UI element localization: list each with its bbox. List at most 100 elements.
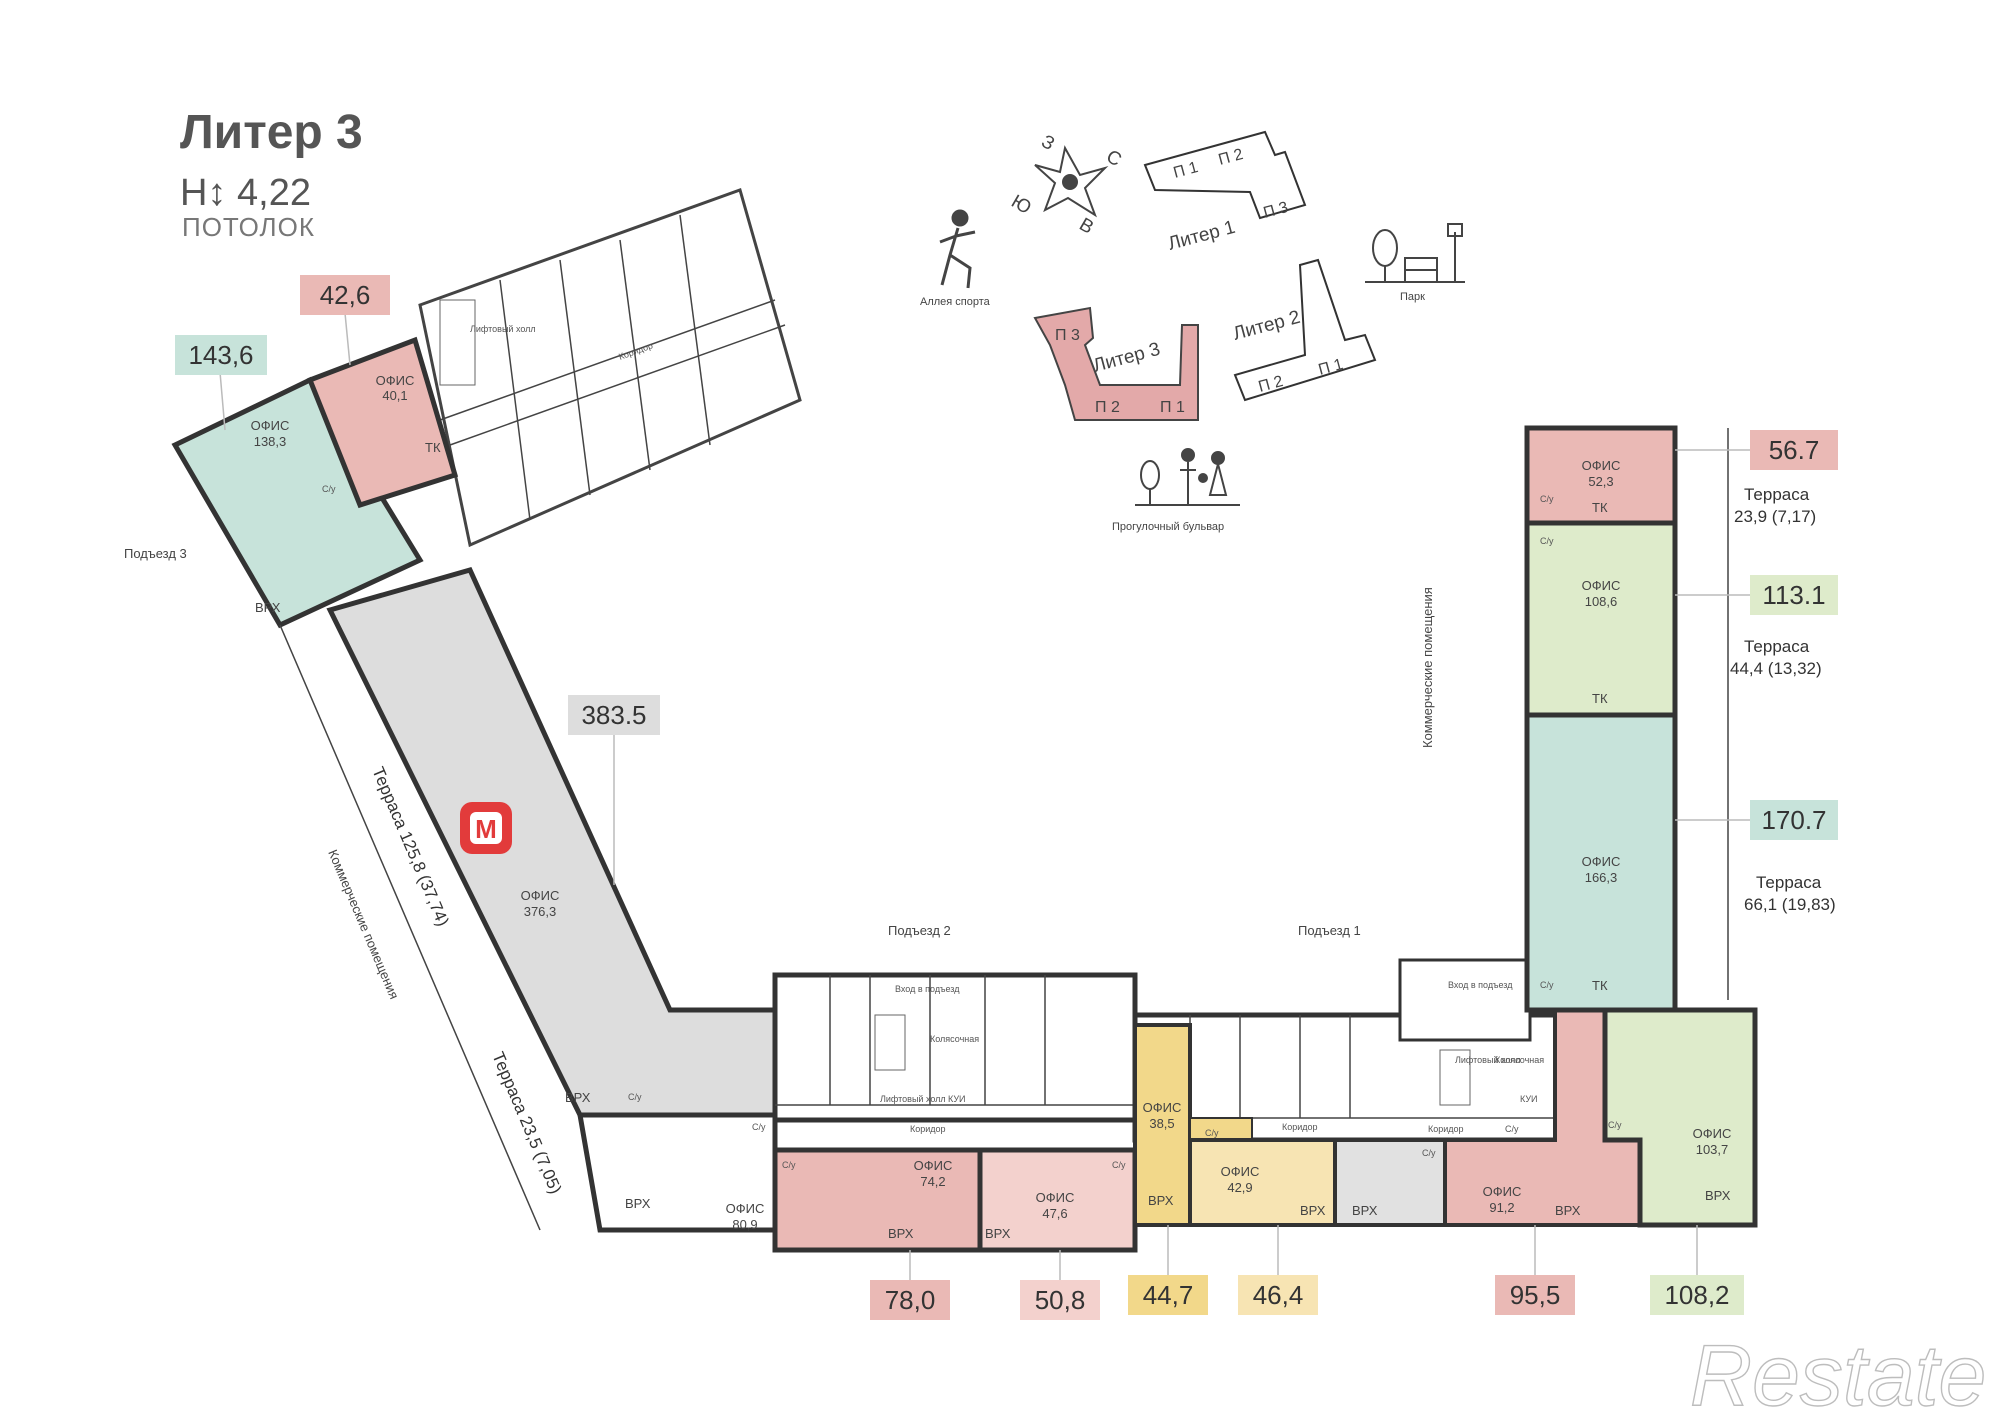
boulevard-label: Прогулочный бульвар [1112,521,1224,533]
svg-text:ОФИС: ОФИС [1582,578,1621,593]
svg-text:42,6: 42,6 [320,280,371,310]
badge-office-166 [1750,800,1838,840]
svg-text:С/у: С/у [1608,1120,1622,1130]
svg-text:Вход в подъезд: Вход в подъезд [1448,980,1513,990]
svg-text:ОФИС: ОФИС [1582,854,1621,869]
office-52-unit[interactable]: ОФИС 52,3 ТК С/у [1524,425,1678,526]
svg-text:143,6: 143,6 [188,340,253,370]
svg-text:ОФИС: ОФИС [521,888,560,903]
svg-text:Вход в подъезд: Вход в подъезд [895,984,960,994]
svg-text:П 3: П 3 [1055,327,1080,344]
compass-east: В [1076,214,1097,239]
badge-office-376 [568,695,660,735]
site-building-liter3[interactable]: П 3 П 2 П 1 Литер 3 [1033,306,1199,421]
office-138-unit[interactable]: ОФИС 138,3 ВРХ С/у [171,376,424,629]
svg-text:ОФИС: ОФИС [1483,1184,1522,1199]
svg-text:108,2: 108,2 [1664,1280,1729,1310]
svg-text:ТК: ТК [1592,978,1608,993]
park-icon [1365,223,1465,283]
svg-text:КУИ: КУИ [948,1094,966,1104]
svg-text:ВРХ: ВРХ [1148,1193,1174,1208]
svg-text:С/у: С/у [782,1160,796,1170]
badge-office-138 [175,335,267,375]
svg-text:113.1: 113.1 [1762,580,1825,610]
entrance-2-core: Коридор Лифтовый холл КУИ Колясочная Вхо… [772,972,1138,1134]
office-376-area: 376,3 [524,904,557,919]
office-38-unit[interactable]: ОФИС 38,5 ВРХ С/у [1133,1023,1253,1227]
svg-text:ОФИС: ОФИС [1693,1126,1732,1141]
family-icon [1135,448,1240,506]
watermark: Restate [1690,1328,1986,1413]
svg-text:Лифтовый холл: Лифтовый холл [470,324,536,334]
site-building-liter1: П 1 П 2 П 3 Литер 1 [1143,130,1307,255]
office-91-area: 91,2 [1489,1200,1514,1215]
svg-text:С/у: С/у [1205,1128,1219,1138]
svg-text:95,5: 95,5 [1510,1280,1561,1310]
office-42-area: 42,9 [1227,1180,1252,1195]
sport-alley-label: Аллея спорта [920,296,991,308]
park-label: Парк [1400,291,1425,303]
svg-text:46,4: 46,4 [1253,1280,1304,1310]
svg-text:С/у: С/у [1112,1160,1126,1170]
office-40-unit[interactable]: ОФИС 40,1 ТК [306,336,459,509]
svg-text:Лифтовый холл: Лифтовый холл [1455,1055,1521,1065]
site-label-liter2: Литер 2 [1231,307,1303,345]
svg-text:П 3: П 3 [1262,199,1290,222]
svg-text:С/у: С/у [1505,1124,1519,1134]
badge-office-40 [300,275,390,315]
svg-text:ОФИС: ОФИС [1221,1164,1260,1179]
svg-text:383.5: 383.5 [581,700,646,730]
svg-text:С/у: С/у [1422,1148,1436,1158]
badge-office-74 [870,1280,950,1320]
svg-text:56.7: 56.7 [1769,435,1820,465]
compass-west: З [1038,131,1058,155]
office-103-area: 103,7 [1696,1142,1729,1157]
svg-text:Коридор: Коридор [1282,1122,1318,1132]
svg-text:ВРХ: ВРХ [985,1226,1011,1241]
commercial-label-east: Коммерческие помещения [1420,587,1435,748]
svg-text:Коридор: Коридор [910,1124,946,1134]
commercial-label-west: Коммерческие помещения [325,847,402,1001]
office-166-unit[interactable]: ОФИС 166,3 ТК С/у [1524,712,1678,1013]
residential-core-north: Коридор Лифтовый холл [418,188,802,548]
office-47-unit[interactable]: ОФИС 47,6 ВРХ С/у [977,1147,1138,1253]
office-103-unit[interactable]: ОФИС 103,7 ВРХ С/у [1602,1007,1758,1228]
svg-text:С/у: С/у [322,484,336,494]
entrance-1-label: Подъезд 1 [1298,923,1361,938]
terrace-diagonal-boundary [279,624,541,1231]
office-42-unit[interactable]: ОФИС 42,9 ВРХ [1188,1138,1337,1227]
office-74-unit[interactable]: ОФИС 74,2 ВРХ С/у [772,1147,983,1253]
svg-text:П 2: П 2 [1095,399,1120,416]
svg-text:ТК: ТК [425,440,441,455]
badge-office-38 [1128,1275,1208,1315]
office-138-area: 138,3 [254,434,287,449]
svg-text:С/у: С/у [1540,494,1554,504]
terrace-5-label: Терраса 23,5 (7,05) [488,1049,565,1196]
site-label-liter1: Литер 1 [1166,217,1238,255]
svg-text:С/у: С/у [1540,980,1554,990]
svg-text:ВРХ: ВРХ [255,600,281,615]
terrace-2-value: 44,4 (13,32) [1730,659,1822,678]
office-47-area: 47,6 [1042,1206,1067,1221]
office-80-unit[interactable]: ОФИС 80,9 ВРХ С/у [577,1112,778,1233]
office-40-area: 40,1 [382,388,407,403]
svg-text:П 1: П 1 [1172,159,1200,182]
svg-text:С/у: С/у [628,1092,642,1102]
svg-text:ТК: ТК [1592,500,1608,515]
badge-office-91 [1495,1275,1575,1315]
office-376-unit[interactable]: ОФИС 376,3 ВРХ С/у [326,567,778,1118]
compass-icon: З С Ю В [1008,131,1125,239]
svg-text:ОФИС: ОФИС [914,1158,953,1173]
svg-text:П 2: П 2 [1257,373,1285,396]
svg-text:ТК: ТК [1592,691,1608,706]
badge-office-108 [1750,575,1838,615]
svg-text:78,0: 78,0 [885,1285,936,1315]
office-108-area: 108,6 [1585,594,1618,609]
compass-south: Ю [1008,191,1035,219]
svg-text:ОФИС: ОФИС [376,373,415,388]
terrace-2-title: Терраса [1744,637,1810,656]
office-108-unit[interactable]: ОФИС 108,6 ТК С/у [1524,520,1678,718]
site-building-liter2: П 2 П 1 Литер 2 [1231,258,1377,402]
svg-text:ОФИС: ОФИС [1143,1100,1182,1115]
entrance-2-label: Подъезд 2 [888,923,951,938]
